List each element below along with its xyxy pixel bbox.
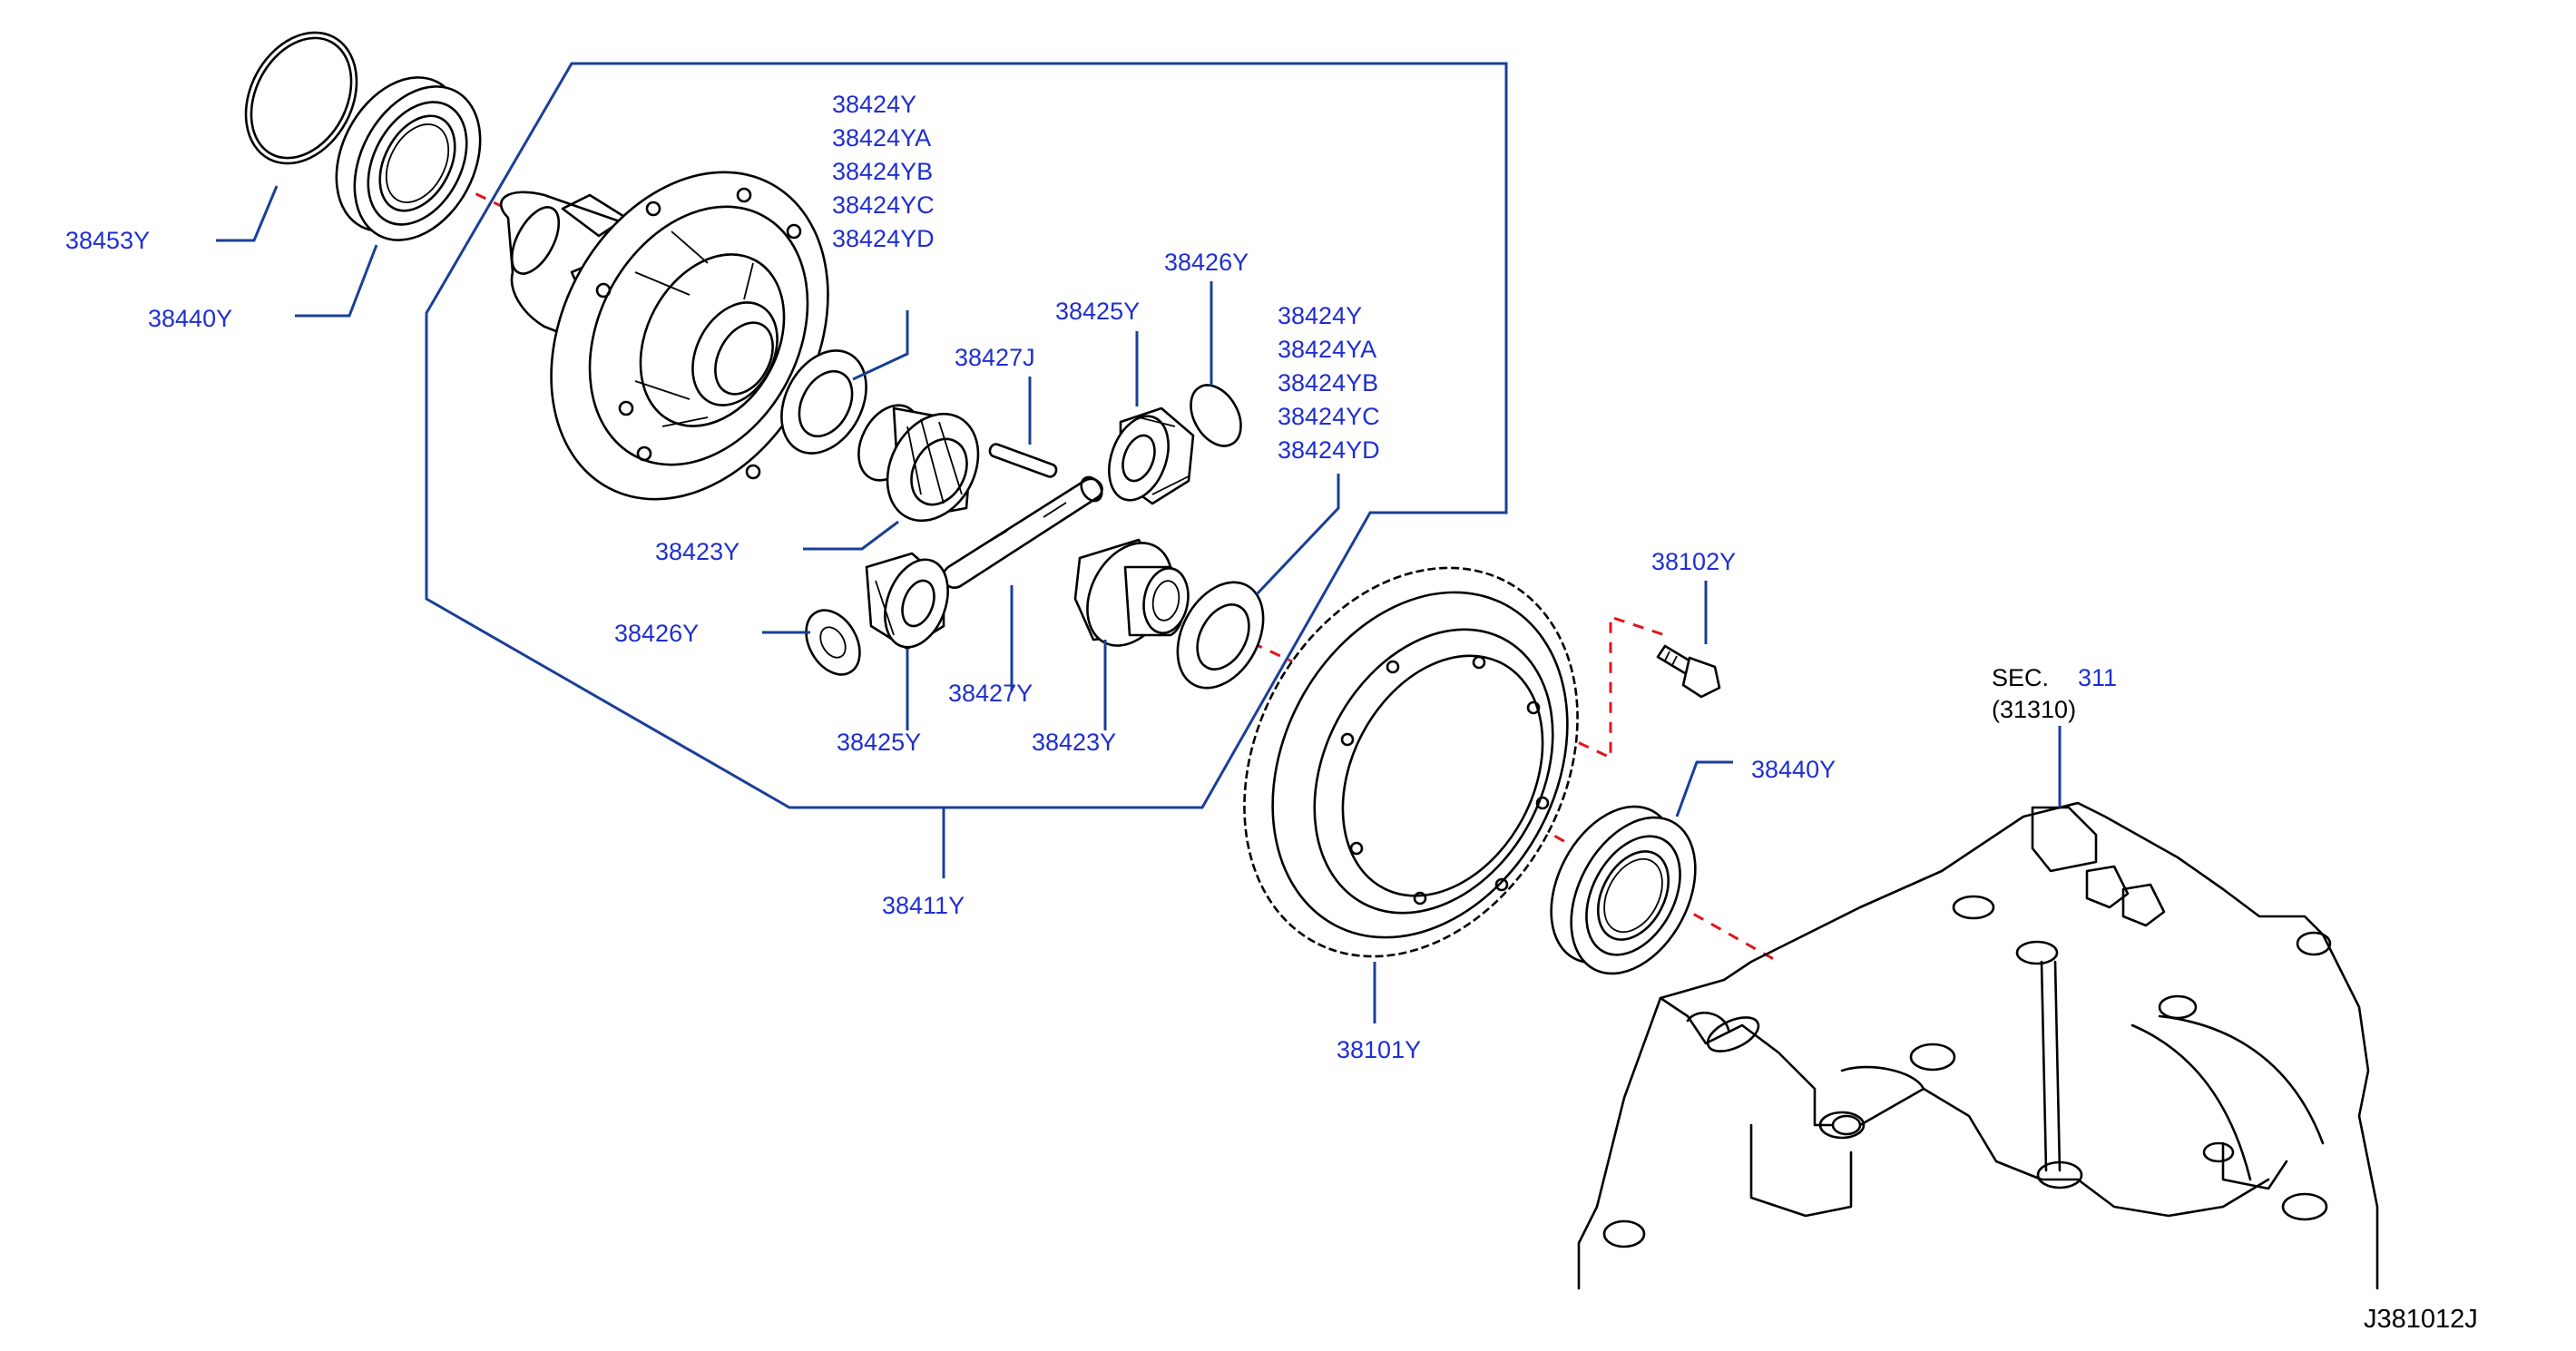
thrust-washer-38424Y-upper — [780, 349, 867, 455]
label-38424YC-right: 38424YC — [1278, 403, 1380, 430]
label-38440Y-left: 38440Y — [148, 305, 232, 332]
callout-labels: 38453Y 38440Y 38424Y 38424YA 38424YB 384… — [65, 91, 2478, 1334]
bearing-38440Y-left — [335, 76, 482, 241]
bearing-38440Y-right — [1550, 805, 1697, 975]
label-38411Y: 38411Y — [882, 892, 965, 919]
label-38424YD-top: 38424YD — [832, 225, 935, 252]
bolt-38102Y — [1656, 644, 1721, 699]
side-gear-38423Y-lower — [1073, 538, 1190, 647]
label-38440Y-right: 38440Y — [1751, 756, 1836, 783]
label-38424Y-right-1: 38424Y — [1278, 302, 1362, 329]
label-38427J: 38427J — [955, 344, 1035, 371]
transmission-case — [1577, 801, 2379, 1290]
label-38424YB-right: 38424YB — [1278, 369, 1378, 396]
lock-pin-38427J — [988, 443, 1058, 478]
label-sec-prefix: SEC. — [1992, 664, 2049, 691]
washer-38426Y-top — [1190, 384, 1242, 447]
label-38425Y-top: 38425Y — [1055, 298, 1140, 325]
label-38423Y-bottom: 38423Y — [1032, 729, 1116, 756]
label-38101Y: 38101Y — [1337, 1036, 1421, 1063]
label-38426Y-top: 38426Y — [1164, 249, 1249, 276]
washer-38426Y-left — [805, 609, 861, 676]
ring-gear-38101Y — [1243, 566, 1579, 958]
label-38425Y-bottom: 38425Y — [837, 729, 921, 756]
label-38423Y-left: 38423Y — [655, 538, 739, 565]
figure-code: J381012J — [2364, 1305, 2478, 1334]
label-38102Y: 38102Y — [1651, 548, 1736, 575]
label-38427Y: 38427Y — [948, 680, 1033, 707]
side-gear-38423Y-upper — [857, 404, 980, 523]
label-38424Y-top-1: 38424Y — [832, 91, 916, 118]
pinion-gear-38425Y-top — [1108, 406, 1195, 505]
label-38424YA-right: 38424YA — [1278, 336, 1376, 363]
label-sec-sub: (31310) — [1992, 696, 2076, 723]
thrust-washer-38424Y-lower — [1176, 581, 1265, 690]
label-38426Y-left: 38426Y — [614, 620, 699, 647]
assembly-outline-38411Y — [425, 62, 1508, 809]
label-sec-number: 311 — [2078, 664, 2117, 691]
label-38424YD-right: 38424YD — [1278, 436, 1380, 464]
label-38424YB-top: 38424YB — [832, 158, 933, 185]
label-38424YA-top: 38424YA — [832, 124, 931, 152]
differential-case — [499, 171, 829, 501]
pinion-gear-38425Y-bottom — [865, 552, 949, 651]
label-38424YC-top: 38424YC — [832, 191, 935, 219]
leader-lines — [216, 185, 2062, 1023]
label-38453Y: 38453Y — [65, 227, 150, 254]
o-ring-38453Y — [244, 31, 358, 165]
